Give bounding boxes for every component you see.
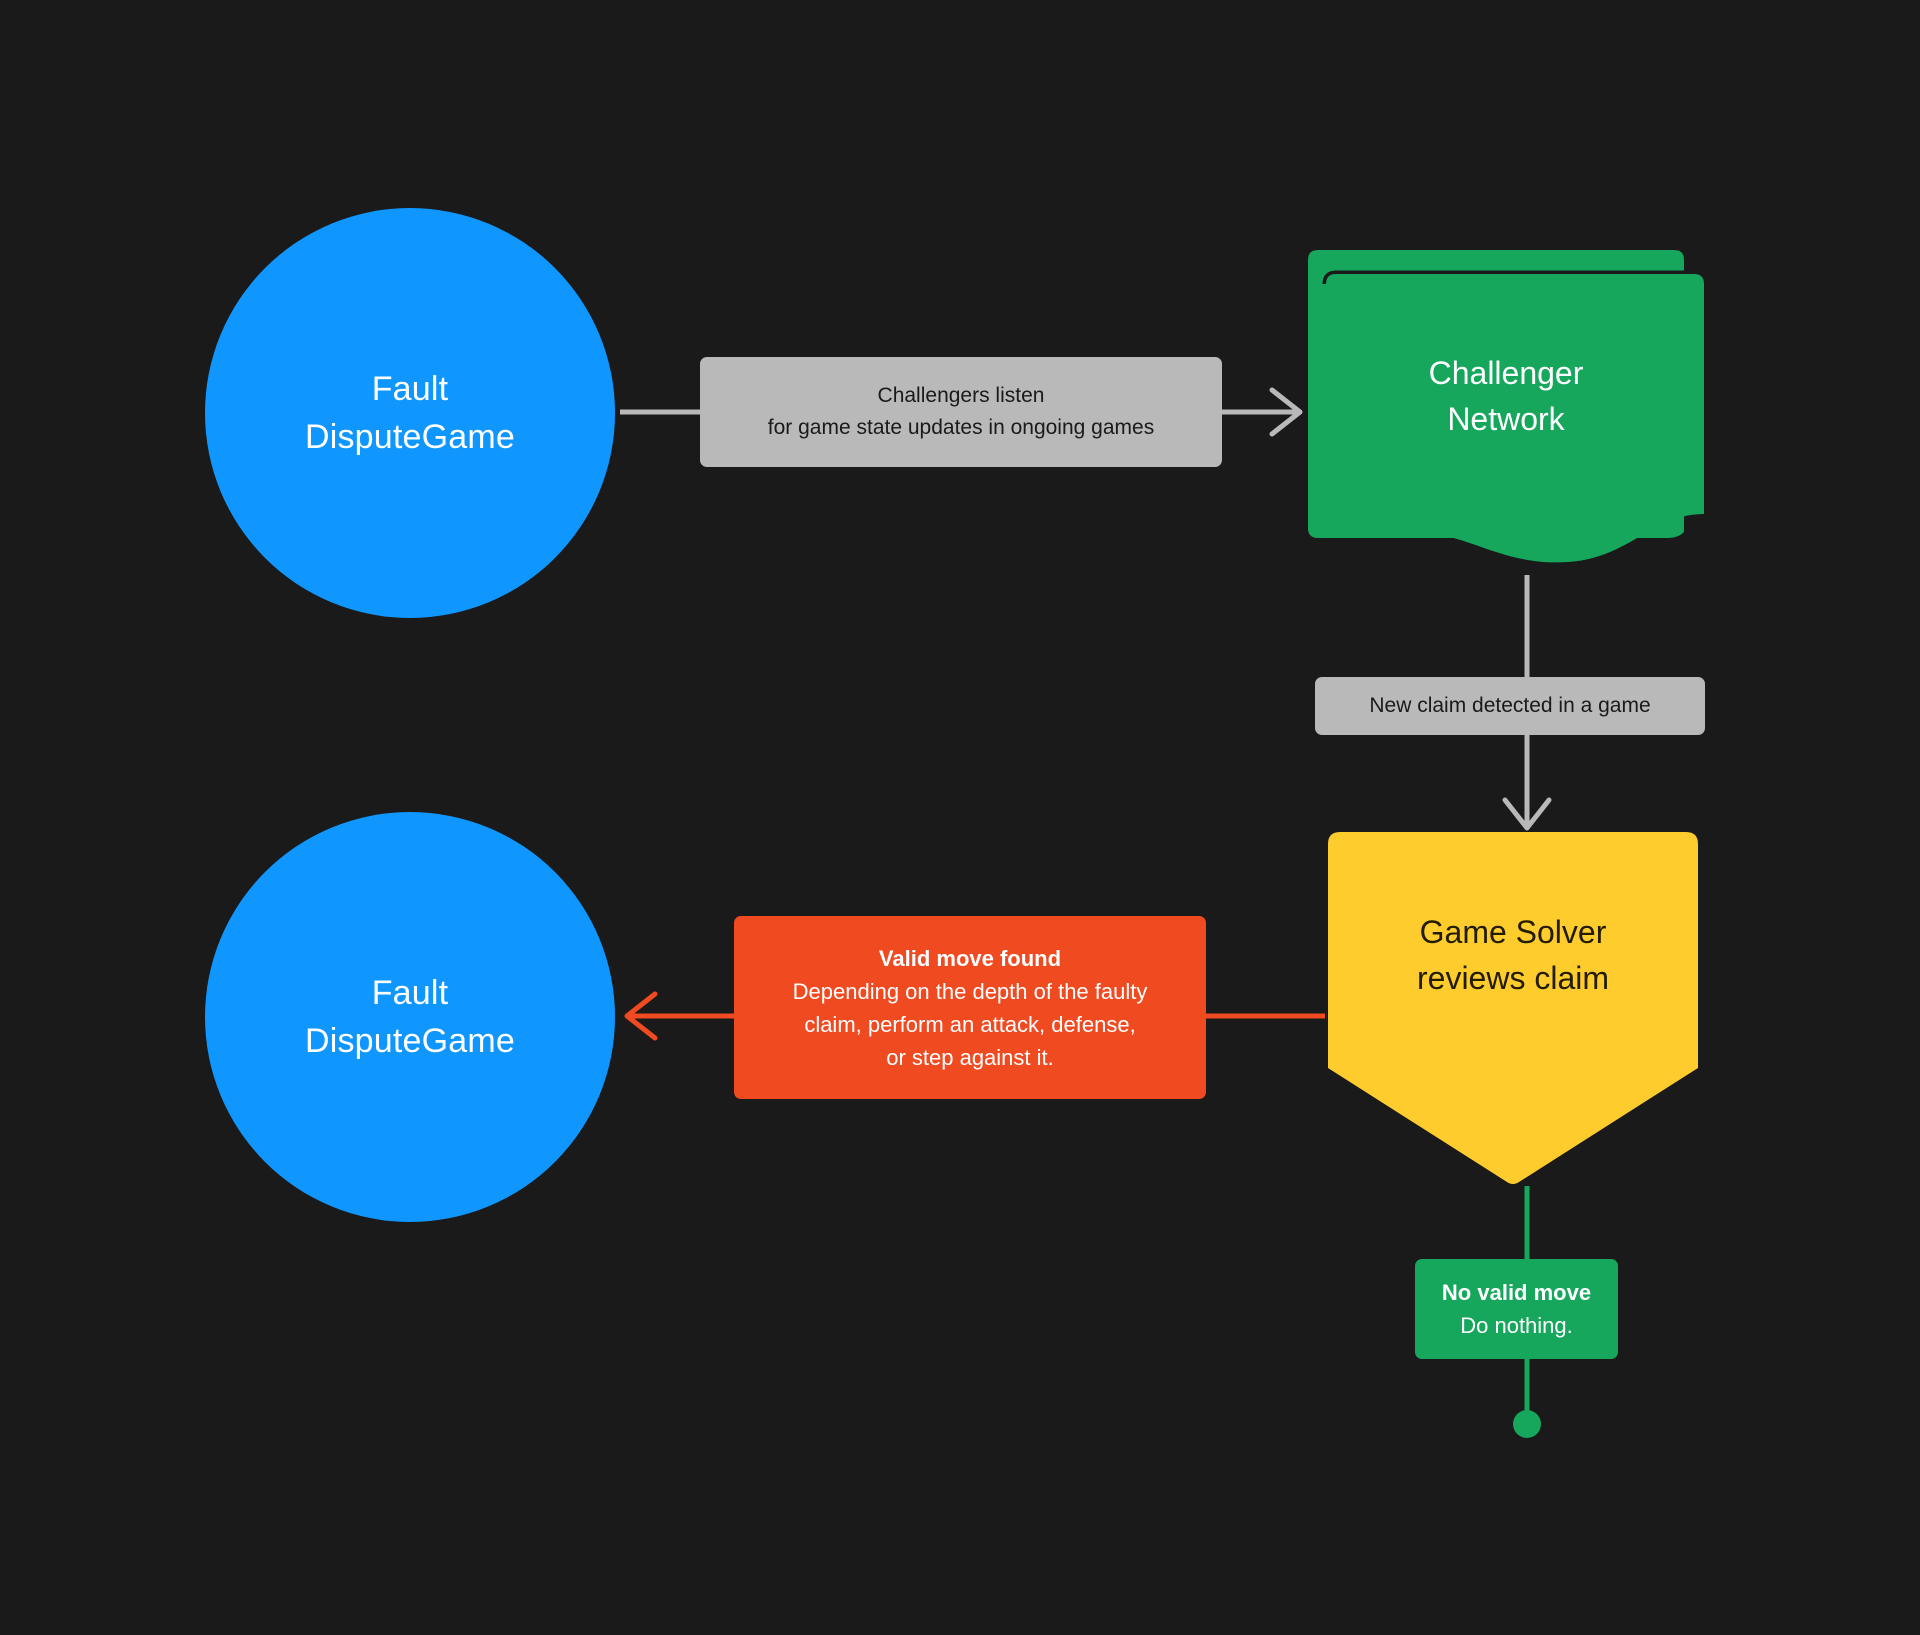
edge-label-line: for game state updates in ongoing games xyxy=(767,416,1155,439)
pentagon-down-shape xyxy=(1328,832,1698,1184)
node-label-line: Fault xyxy=(371,369,449,408)
edge-label-line: Valid move found xyxy=(878,945,1062,971)
edge-label-challengers-listen: Challengers listen for game state update… xyxy=(700,357,1222,467)
edge-label-line: Challengers listen xyxy=(877,384,1045,408)
node-label-line: Network xyxy=(1447,401,1565,437)
node-label: Challenger Network xyxy=(1300,246,1712,546)
edge-label-line: or step against it. xyxy=(886,1044,1054,1070)
node-label-line: Fault xyxy=(371,973,449,1012)
edge-label-line: No valid move xyxy=(1441,1279,1592,1305)
multi-document-icon xyxy=(1308,250,1708,563)
edge-label-no-valid-move: No valid move Do nothing. xyxy=(1415,1259,1618,1359)
node-fault-dispute-game-bottom[interactable]: Fault DisputeGame xyxy=(205,812,615,1222)
node-label-line: DisputeGame xyxy=(304,1022,516,1060)
node-label-line: Challenger xyxy=(1428,354,1584,391)
node-label-line: Game Solver xyxy=(1419,913,1607,950)
edge-label-line: claim, perform an attack, defense, xyxy=(804,1011,1136,1037)
edge-label-line: New claim detected in a game xyxy=(1369,694,1651,718)
edge-label-line: Do nothing. xyxy=(1460,1313,1573,1338)
node-game-solver[interactable]: Game Solver reviews claim xyxy=(1318,830,1708,1188)
node-fault-dispute-game-top[interactable]: Fault DisputeGame xyxy=(205,208,615,618)
node-label: Game Solver reviews claim xyxy=(1318,830,1708,1080)
node-label-line: reviews claim xyxy=(1416,960,1610,996)
edge-label-new-claim-detected: New claim detected in a game xyxy=(1315,677,1705,735)
edge-label-valid-move-found: Valid move found Depending on the depth … xyxy=(734,916,1206,1099)
edge-label-line: Depending on the depth of the faulty xyxy=(792,978,1148,1004)
node-challenger-network[interactable]: Challenger Network xyxy=(1300,246,1712,578)
terminator-dot xyxy=(1513,1410,1541,1438)
node-label-line: DisputeGame xyxy=(304,418,516,456)
